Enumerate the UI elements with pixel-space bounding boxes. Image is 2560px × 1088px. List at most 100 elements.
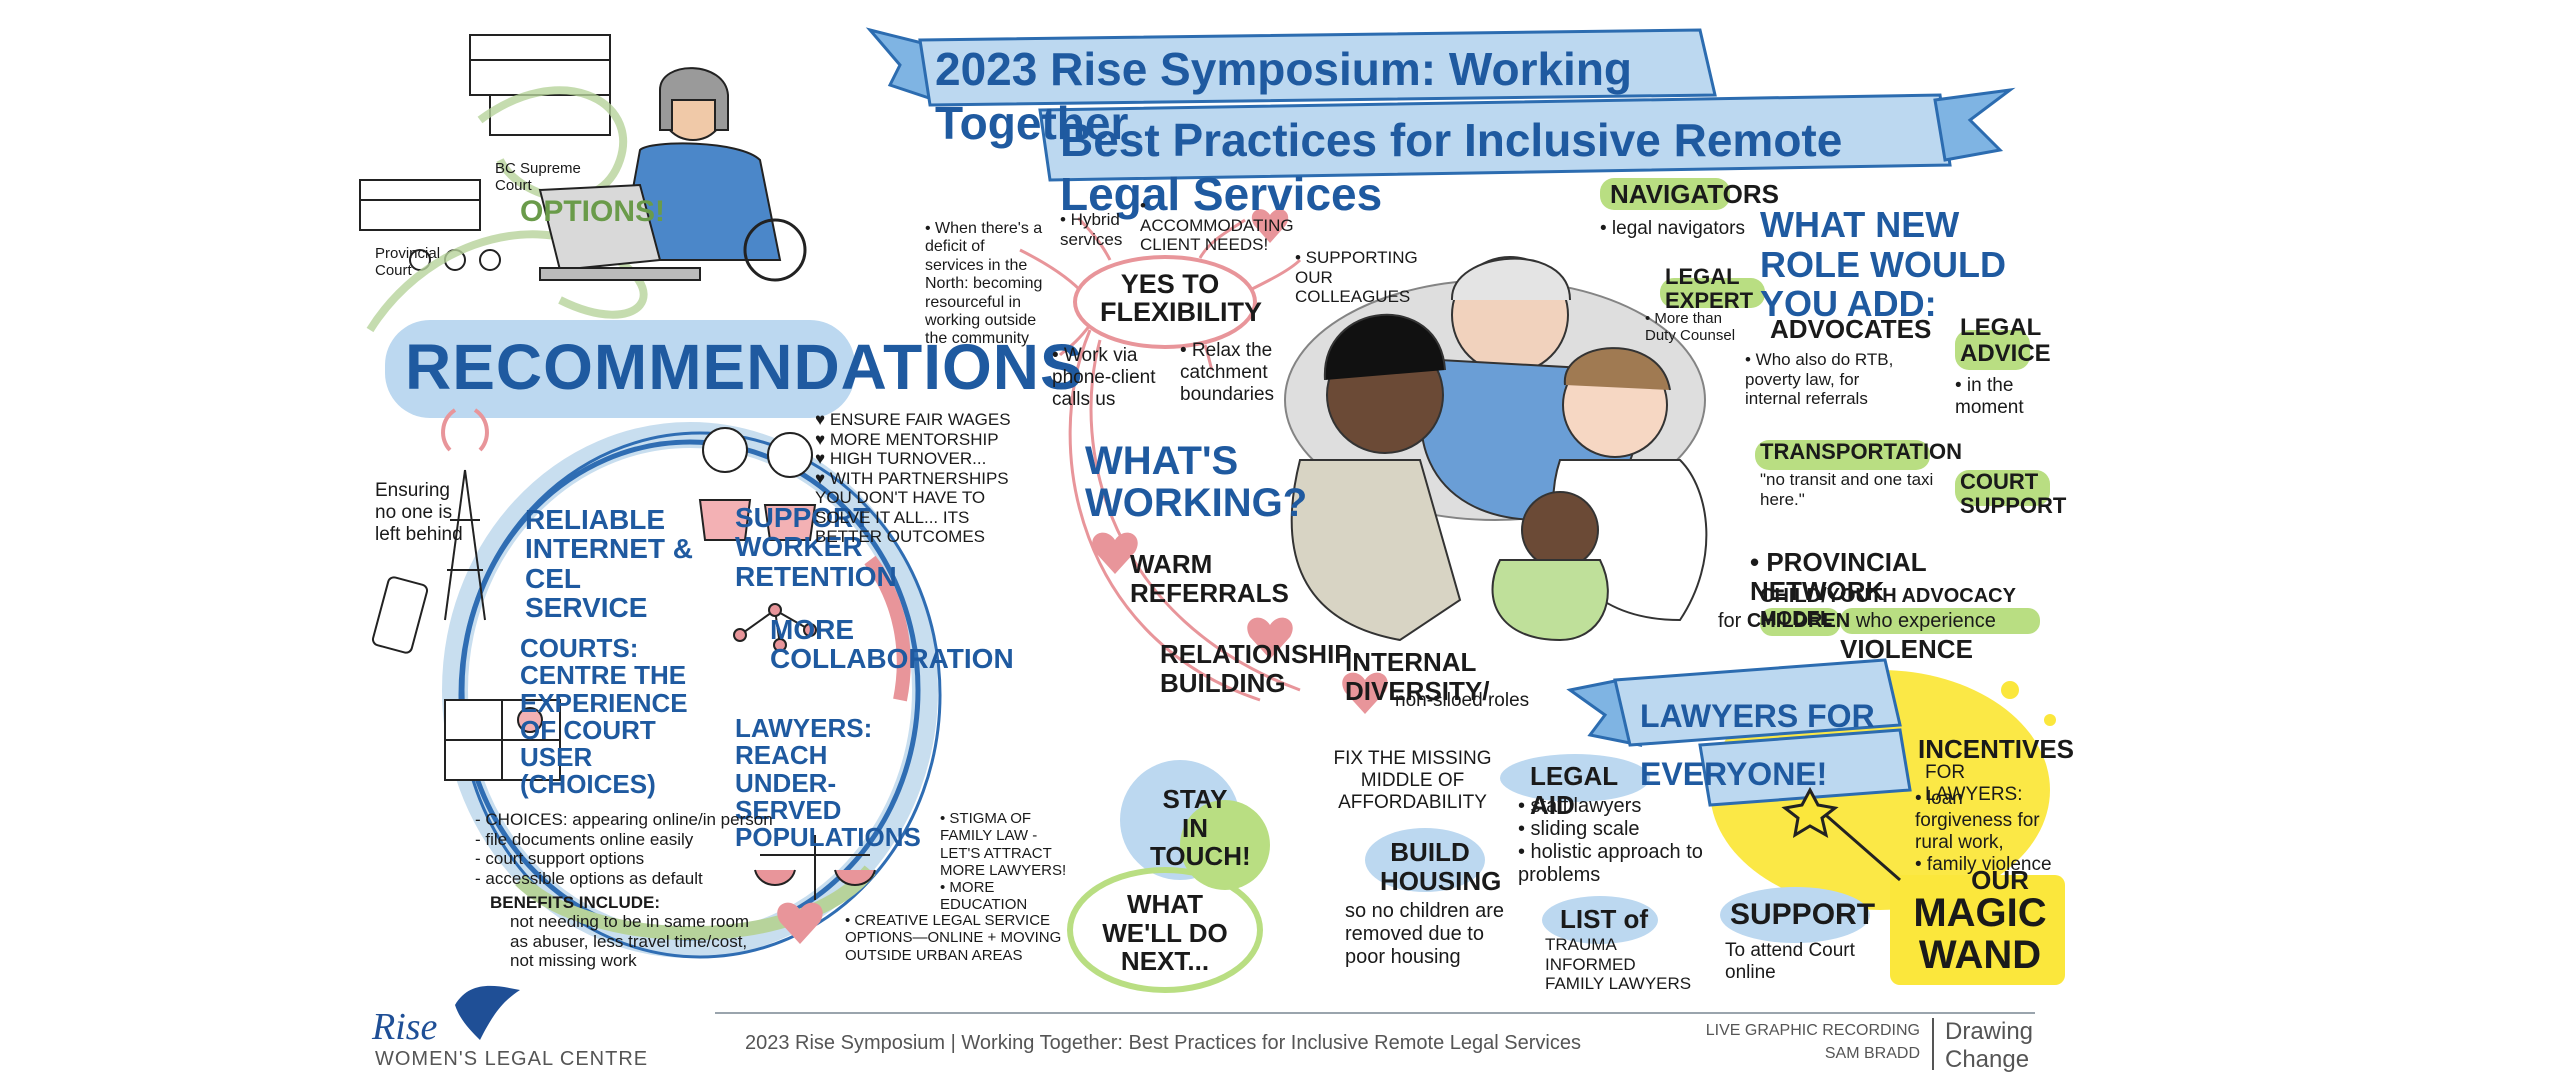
housing-note: so no children are removed due to poor h… — [1345, 900, 1504, 968]
whats-working-title: WHAT'S WORKING? — [1085, 439, 1308, 525]
courts-note: - file documents online easily — [475, 829, 694, 849]
banner-title-line1: 2023 Rise Symposium: Working Together — [935, 43, 1633, 149]
incentives-sub: FOR LAWYERS: — [1925, 762, 2023, 805]
legal-expert-note: • More than Duty Counsel — [1645, 310, 1736, 345]
drawing-change-logo-2: Change — [1945, 1046, 2030, 1073]
banner-title-line2: Best Practices for Inclusive Remote Lega… — [1060, 114, 1843, 220]
support-label: SUPPORT — [1730, 898, 1876, 931]
navigators-note: • legal navigators — [1600, 218, 1746, 239]
fix-missing-middle: FIX THE MISSING MIDDLE OF AFFORDABILITY — [1333, 748, 1492, 813]
provincial-for-line: for CHILDREN who experience — [1718, 610, 2058, 633]
advocates-label: ADVOCATES — [1770, 314, 1932, 344]
cell-tower-icon — [371, 408, 489, 654]
recommendations-title: RECOMMENDATIONS — [405, 331, 1084, 403]
footer-credit-line1: LIVE GRAPHIC RECORDING — [1705, 1022, 1920, 1039]
footer-title: 2023 Rise Symposium | Working Together: … — [745, 1032, 1581, 1054]
magic-wand-icon — [1781, 786, 1901, 882]
more-collaboration-label: MORE COLLABORATION — [770, 614, 1014, 675]
internal-diversity-label: INTERNAL DIVERSITY/ — [1345, 647, 1490, 706]
ensuring-no-one-left-behind: Ensuring no one is left behind — [375, 480, 463, 545]
courts-label: COURTS: CENTRE THE EXPERIENCE OF COURT U… — [520, 633, 688, 800]
magic-our-label: OUR — [1971, 865, 2029, 895]
legal-aid-note: • staff lawyers — [1518, 795, 1642, 817]
next-steps-blobs — [1067, 760, 1270, 993]
reliable-internet-label: RELIABLE INTERNET & CEL SERVICE — [525, 504, 693, 624]
legal-expert-label: LEGAL EXPERT — [1665, 264, 1754, 314]
scales-of-justice-icon — [754, 835, 876, 900]
courts-note: - court support options — [475, 849, 645, 869]
flex-colleagues-note: • SUPPORTING OUR COLLEAGUES — [1295, 248, 1418, 307]
lawyers-reach-label: LAWYERS: REACH UNDER-SERVED POPULATIONS — [735, 713, 921, 853]
warm-referrals-label: WARM REFERRALS — [1130, 549, 1289, 608]
green-highlights — [1600, 178, 2050, 636]
transportation-label: TRANSPORTATION — [1760, 439, 1963, 464]
worker-retention-notes: ♥ ENSURE FAIR WAGES ♥ MORE MENTORSHIP ♥ … — [815, 410, 1075, 547]
relationship-building-label: RELATIONSHIP BUILDING — [1160, 639, 1352, 698]
violence-label: VIOLENCE — [1840, 634, 1973, 664]
legal-aid-note: • holistic approach to problems — [1518, 841, 1703, 886]
worker-note: ♥ MORE MENTORSHIP — [815, 429, 999, 449]
flex-hybrid-note: • Hybrid services — [1060, 210, 1123, 249]
video-call-icon — [444, 699, 561, 781]
courts-notes: - CHOICES: appearing online/in person - … — [475, 810, 795, 888]
lawyers-note: • STIGMA OF FAMILY LAW - LET'S ATTRACT M… — [940, 810, 1067, 879]
recommendations-title-blob — [385, 320, 855, 418]
lawyers-notes: • STIGMA OF FAMILY LAW - LET'S ATTRACT M… — [940, 810, 1070, 914]
navigators-label: NAVIGATORS — [1610, 179, 1780, 209]
what-next-label: WHAT WE'LL DO NEXT... — [1102, 889, 1228, 977]
lawyers-note-creative: • CREATIVE LEGAL SERVICE OPTIONS—ONLINE … — [845, 912, 1062, 964]
worker-note: ♥ HIGH TURNOVER... — [815, 449, 987, 469]
recommendations-circle — [442, 422, 942, 959]
stay-in-touch-label: STAY IN TOUCH! — [1150, 784, 1251, 872]
blue-highlight-blobs — [1365, 754, 1870, 944]
benefits-text: not needing to be in same room as abuser… — [510, 912, 750, 971]
bc-supreme-court-label: BC Supreme Court — [495, 160, 581, 195]
magic-wand-label: MAGIC WAND — [1913, 891, 2047, 977]
footer-credit-line2: SAM BRADD — [1824, 1045, 1920, 1062]
rise-logo-sub: WOMEN'S LEGAL CENTRE — [375, 1048, 649, 1070]
footer-credit-divider — [1932, 1018, 1934, 1070]
flexibility-title: YES TO FLEXIBILITY — [1100, 269, 1262, 328]
footer-divider — [715, 1012, 2035, 1014]
flex-accommodating-note: • ACCOMMODATING CLIENT NEEDS! — [1140, 196, 1294, 255]
rise-bird-logo — [455, 985, 520, 1040]
benefits-title: BENEFITS INCLUDE: — [490, 893, 660, 912]
flex-north-note: • When there's a deficit of services in … — [925, 220, 1043, 348]
legal-aid-label: LEGAL AID — [1530, 761, 1618, 820]
heart-icons — [777, 209, 1388, 944]
lawyers-banner-ribbon — [1566, 658, 1912, 807]
court-support-label: COURT SUPPORT — [1960, 469, 2067, 519]
legal-advice-label: LEGAL ADVICE — [1960, 314, 2051, 368]
transportation-note: "no transit and one taxi here." — [1760, 470, 1934, 509]
courts-note: - CHOICES: appearing online/in person — [475, 810, 773, 829]
incentives-notes: • loan forgiveness for rural work, • fam… — [1915, 788, 2065, 875]
advocates-note: • Who also do RTB, poverty law, for inte… — [1745, 350, 1894, 409]
worker-note: ♥ WITH PARTNERSHIPS YOU DON'T HAVE TO SO… — [815, 468, 1009, 547]
incentives-label: INCENTIVES — [1918, 734, 2075, 764]
provincial-network-label: • PROVINCIAL NETWORK — [1750, 547, 1927, 606]
support-worker-retention-label: SUPPORT WORKER RETENTION — [735, 502, 897, 592]
legal-advice-note: • in the moment — [1955, 375, 2024, 418]
provincial-court-label: Provincial Court — [375, 245, 441, 280]
legal-aid-notes: • staff lawyers • sliding scale • holist… — [1518, 795, 1718, 887]
network-icon — [733, 603, 817, 652]
provincial-children: CHILDREN — [1746, 610, 1851, 632]
flex-phone-note: • Work via phone-client calls us — [1052, 345, 1156, 410]
drawing-change-logo-1: Drawing — [1945, 1018, 2034, 1045]
provincial-experience: who experience — [1855, 610, 1996, 632]
flexibility-spokes — [1019, 216, 1302, 702]
provincial-note: CHILD/YOUTH ADVOCACY MODEL — [1760, 585, 2016, 630]
flex-relax-note: • Relax the catchment boundaries — [1180, 340, 1275, 405]
build-housing-label: BUILD HOUSING — [1380, 837, 1502, 896]
support-note: To attend Court online — [1725, 940, 1855, 983]
options-label: OPTIONS! — [520, 195, 666, 228]
list-of-label: LIST of — [1560, 904, 1649, 934]
incentives-note: • loan forgiveness for rural work, — [1915, 788, 2040, 853]
flexibility-ellipse — [1073, 255, 1257, 349]
non-siloed-label: non-siloed roles — [1395, 690, 1530, 711]
person-at-laptop-illustration — [538, 67, 807, 282]
list-note: TRAUMA INFORMED FAMILY LAWYERS — [1545, 935, 1692, 994]
workers-faces-illustration — [698, 427, 817, 541]
incentives-note: • family violence — [1915, 853, 2052, 875]
